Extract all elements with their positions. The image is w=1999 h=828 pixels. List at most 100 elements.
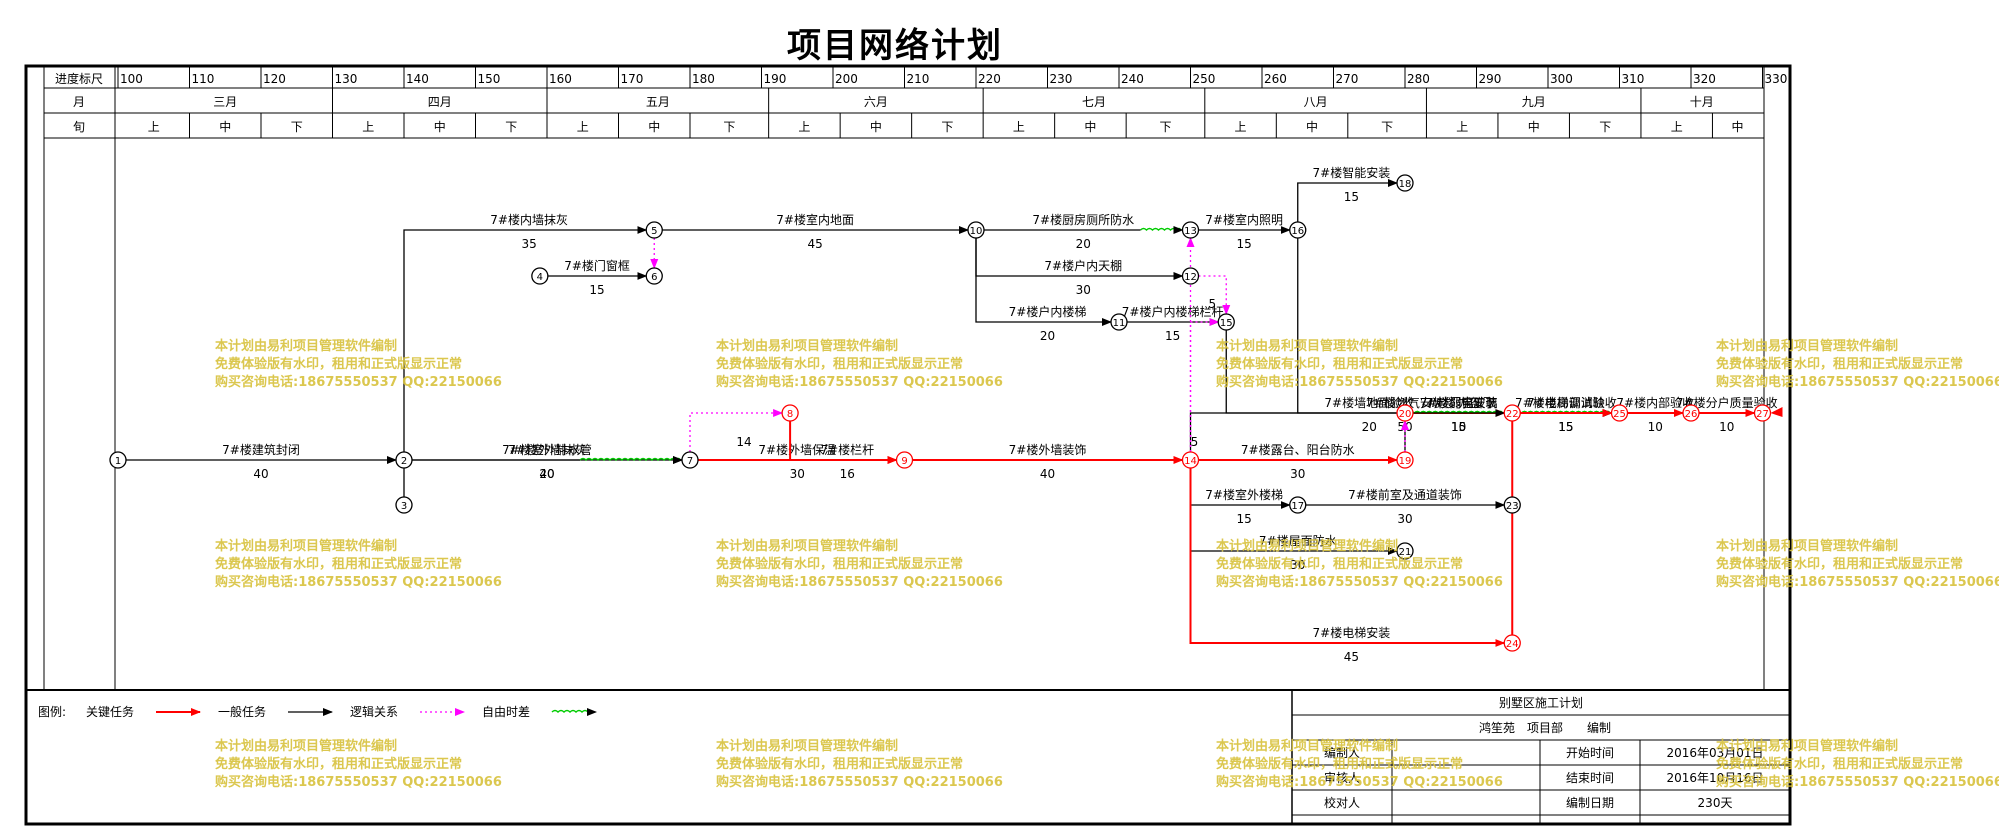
logic-relation-label: 14: [736, 435, 751, 449]
event-node: 19: [1396, 451, 1414, 469]
event-node-circle: [1503, 496, 1521, 514]
legend: 图例:关键任务一般任务逻辑关系自由时差: [38, 704, 597, 719]
watermark-block: 本计划由易利项目管理软件编制免费体验版有水印，租用和正式版显示正常购买咨询电话:…: [1716, 538, 1999, 590]
activity-duration: 10: [1648, 420, 1663, 434]
event-node: 20: [1396, 404, 1414, 422]
event-node-circle: [895, 451, 914, 469]
event-node-circle: [1181, 267, 1200, 285]
watermark-text: 免费体验版有水印，租用和正式版显示正常: [716, 356, 963, 372]
watermark-text: 本计划由易利项目管理软件编制: [1216, 338, 1398, 354]
activity-name: 7#楼屋面防水: [1259, 533, 1337, 548]
activity-duration: 16: [840, 467, 855, 481]
watermark-block: 本计划由易利项目管理软件编制免费体验版有水印，租用和正式版显示正常购买咨询电话:…: [215, 538, 502, 590]
watermark-text: 本计划由易利项目管理软件编制: [716, 738, 898, 754]
watermark-text: 购买咨询电话:18675550537 QQ:22150066: [215, 774, 502, 790]
info-field-label: 编制日期: [1566, 795, 1614, 810]
scale-tick-label: 190: [764, 72, 787, 86]
watermark-block: 本计划由易利项目管理软件编制免费体验版有水印，租用和正式版显示正常购买咨询电话:…: [716, 338, 1003, 390]
activity-duration: 15: [1344, 190, 1359, 204]
watermark-text: 免费体验版有水印，租用和正式版显示正常: [215, 356, 462, 372]
info-field-label: 校对人: [1324, 795, 1360, 810]
watermark-block: 本计划由易利项目管理软件编制免费体验版有水印，租用和正式版显示正常购买咨询电话:…: [1716, 338, 1999, 390]
watermark-text: 购买咨询电话:18675550537 QQ:22150066: [1216, 574, 1503, 590]
watermark-text: 购买咨询电话:18675550537 QQ:22150066: [716, 374, 1003, 390]
scale-tick-label: 280: [1407, 72, 1430, 86]
watermark-text: 免费体验版有水印，租用和正式版显示正常: [1716, 756, 1963, 772]
watermark-text: 本计划由易利项目管理软件编制: [215, 738, 397, 754]
watermark-text: 购买咨询电话:18675550537 QQ:22150066: [215, 574, 502, 590]
event-node-circle: [395, 496, 413, 514]
scale-tick-label: 270: [1336, 72, 1359, 86]
activity-duration: 40: [253, 467, 268, 481]
event-node-circle: [109, 451, 127, 469]
scale-tick-label: 200: [835, 72, 858, 86]
watermark-text: 购买咨询电话:18675550537 QQ:22150066: [1716, 774, 1999, 790]
scale-tick-label: 250: [1193, 72, 1216, 86]
scale-tick-label: 170: [621, 72, 644, 86]
activity-name: 7#楼门窗框: [564, 258, 630, 273]
activity-duration: 35: [521, 237, 536, 251]
info-field-label: 结束时间: [1566, 771, 1614, 785]
activity-name: 7#楼内墙抹灰: [490, 212, 568, 227]
event-node-number: 24: [1506, 639, 1519, 650]
watermark-text: 购买咨询电话:18675550537 QQ:22150066: [1716, 574, 1999, 590]
period-label: 上: [1235, 120, 1247, 134]
event-node: 17: [1289, 496, 1307, 514]
activity-duration: 20: [1076, 237, 1091, 251]
watermark-text: 本计划由易利项目管理软件编制: [1216, 538, 1398, 554]
activity-line: [1189, 468, 1506, 647]
legend-item-label: 逻辑关系: [350, 705, 398, 719]
month-label: 六月: [864, 95, 888, 109]
activity-duration: 15: [1236, 237, 1251, 251]
event-node: 15: [1217, 313, 1235, 331]
month-label: 十月: [1690, 95, 1714, 109]
event-node: 14: [1181, 451, 1200, 469]
activity-duration: 45: [807, 237, 822, 251]
period-label: 中: [648, 119, 660, 134]
activity-line: [403, 226, 648, 452]
activity-duration: 40: [539, 467, 554, 481]
event-node: 1: [109, 451, 127, 469]
activity-duration: 20: [1040, 329, 1055, 343]
event-node-number: 1: [115, 456, 121, 467]
event-node-circle: [781, 404, 799, 422]
event-node-circle: [1396, 174, 1414, 192]
period-label: 中: [434, 119, 446, 134]
activity-line: [1511, 409, 1613, 635]
event-node-number: 13: [1184, 226, 1197, 237]
watermark-block: 本计划由易利项目管理软件编制免费体验版有水印，租用和正式版显示正常购买咨询电话:…: [716, 738, 1003, 790]
event-node-number: 22: [1506, 409, 1519, 420]
event-node: 26: [1682, 404, 1700, 422]
event-node-number: 17: [1291, 501, 1304, 512]
period-label: 下: [1381, 120, 1393, 134]
watermark-block: 本计划由易利项目管理软件编制免费体验版有水印，租用和正式版显示正常购买咨询电话:…: [215, 338, 502, 390]
watermark-text: 本计划由易利项目管理软件编制: [1716, 738, 1898, 754]
scale-tick-label: 260: [1264, 72, 1287, 86]
activity-name: 7#楼电梯调试验收: [1515, 395, 1617, 410]
legend-item-label: 关键任务: [86, 704, 134, 719]
activity-name: 7#楼燃气安装: [1366, 395, 1444, 410]
period-label: 中: [1528, 119, 1540, 134]
activity-name: 7#楼分户质量验收: [1676, 395, 1778, 410]
scale-row-label: 进度标尺: [55, 71, 103, 86]
activity-duration: 15: [1451, 420, 1466, 434]
event-node: 22: [1503, 404, 1521, 422]
activity-name: 7#楼室外楼梯: [1205, 487, 1283, 502]
activity-duration: 30: [1397, 512, 1412, 526]
activity-duration: 40: [1040, 467, 1055, 481]
page-title: 项目网络计划: [787, 26, 1003, 66]
event-node: 21: [1396, 542, 1414, 560]
activity-name: 7#楼室外排水管: [502, 442, 592, 457]
event-node: 6: [645, 267, 663, 285]
watermark-text: 本计划由易利项目管理软件编制: [1216, 738, 1398, 754]
watermark-text: 免费体验版有水印，租用和正式版显示正常: [1216, 556, 1463, 572]
